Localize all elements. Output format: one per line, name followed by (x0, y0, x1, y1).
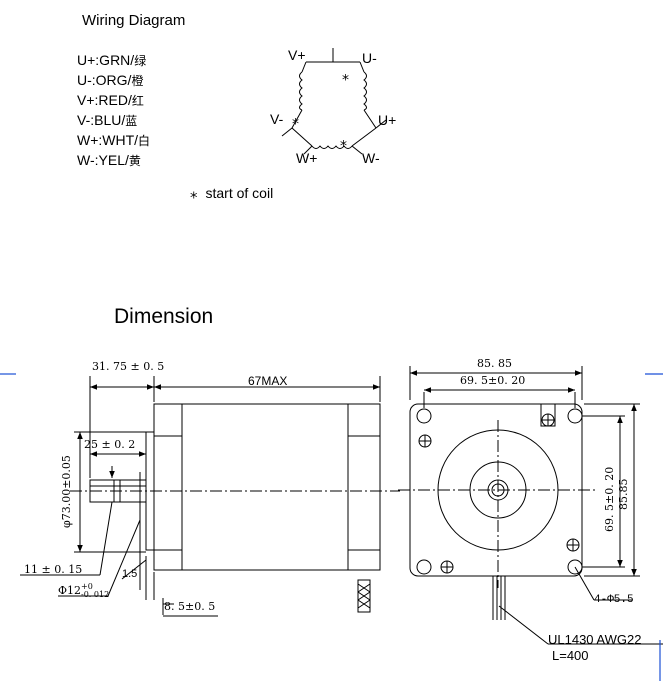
pilot-diameter-dim: φ73.00±0.05 (60, 455, 73, 528)
pin-v-minus: V-:BLU/蓝 (77, 112, 138, 128)
wiring-diagram-title: Wiring Diagram (82, 12, 186, 29)
dimension-title: Dimension (114, 305, 214, 328)
coil-label-w-plus: W+ (296, 150, 318, 166)
pin-v-plus: V+:RED/红 (77, 92, 144, 108)
coil-start-marker-u: ⁎ (342, 68, 349, 84)
coil-start-legend: ⁎ start of coil (190, 184, 273, 202)
body-length-dim: 67MAX (248, 374, 288, 388)
front-width-dim: 85. 85 (477, 357, 512, 370)
pin-u-minus: U-:ORG/橙 (77, 72, 144, 88)
front-height-dim: 85.85 (617, 478, 630, 511)
coil-start-markers: ⁎ ⁎ ⁎ (292, 68, 349, 150)
flange-offset-dim: 8. 5±0. 5 (164, 600, 216, 613)
coil-start-marker-w: ⁎ (340, 134, 347, 150)
flat-depth-dim: 11 ± 0. 15 (24, 563, 83, 576)
pin-w-plus: W+:WHT/白 (77, 132, 151, 148)
hole-spacing-dim: 69. 5±0. 20 (460, 374, 526, 387)
coil-schematic (281, 48, 387, 155)
coil-label-u-plus: U+ (378, 112, 397, 128)
flange-length-dim: 31. 75 ± 0. 5 (92, 360, 165, 373)
hole-spacing-vertical-dim: 69. 5±0. 20 (603, 466, 616, 532)
pin-u-plus: U+:GRN/绿 (77, 52, 147, 68)
coil-label-w-minus: W- (362, 150, 380, 166)
coil-label-u-minus: U- (362, 50, 377, 66)
coil-label-v-minus: V- (270, 111, 284, 127)
cable-length: L=400 (552, 648, 589, 663)
mount-holes-dim: 4-Φ5.5 (594, 594, 634, 606)
front-view (398, 366, 663, 681)
coil-start-marker-v: ⁎ (292, 112, 299, 128)
flange-thickness-dim: 1.5 (122, 568, 138, 580)
cable-spec: UL1430 AWG22 (548, 632, 642, 647)
legend-text: start of coil (205, 185, 274, 201)
pin-w-minus: W-:YEL/黄 (77, 152, 141, 168)
coil-label-v-plus: V+ (288, 47, 306, 63)
side-view (0, 373, 400, 617)
shaft-length-dim: 25 ± 0. 2 (84, 438, 136, 451)
shaft-diameter-dim: Φ12+0-0. 012 (58, 582, 110, 599)
asterisk-icon: ⁎ (190, 185, 198, 202)
